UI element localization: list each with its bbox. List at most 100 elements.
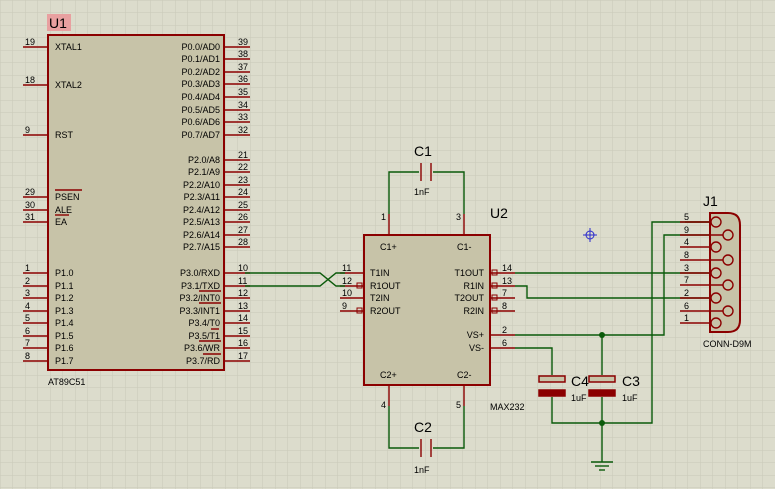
pin-number: 19 [25,37,35,47]
pin-name: EA [55,217,67,227]
pin-name: P1.2 [55,293,74,303]
pin-number: 29 [25,187,35,197]
pin-number: 5 [684,212,689,222]
j1-ref: J1 [703,193,718,209]
j1-pin-8[interactable]: 8 [680,250,734,266]
pin-name: P1.0 [55,268,74,278]
pin-name: C2+ [380,370,397,380]
j1-pin-4[interactable]: 4 [680,237,722,253]
pin-name: P1.3 [55,306,74,316]
u2-pin-4[interactable]: 4C2+ [380,370,397,410]
pin-number: 8 [25,351,30,361]
pin-number: 6 [684,301,689,311]
pin-name: C2- [457,370,472,380]
c3-component[interactable]: C3 1uF [588,373,640,403]
pin-name: P3.2/INT0 [179,293,220,303]
pin-name: R1IN [463,281,484,291]
c1-component[interactable]: C1 1nF [414,143,432,197]
pin-number: 3 [25,288,30,298]
pin-number: 3 [456,212,461,222]
crosshair-icon [583,228,597,242]
pin-number: 14 [238,313,248,323]
pin-number: 17 [238,351,248,361]
j1-pin-7[interactable]: 7 [680,275,734,291]
pin-number: 16 [238,338,248,348]
j1-pin-3[interactable]: 3 [680,263,722,279]
u2-pin-3[interactable]: 3C1- [456,212,472,252]
pin-number: 31 [25,212,35,222]
pin-name: ALE [55,205,72,215]
u2-pin-2[interactable]: 2VS+ [467,325,515,340]
pin-name: P0.3/AD3 [181,79,220,89]
j1-pin-6[interactable]: 6 [680,301,734,317]
pin-number: 10 [238,263,248,273]
u2-pin-1[interactable]: 1C1+ [380,212,397,252]
pin-number: 7 [502,288,507,298]
j1-pin-5[interactable]: 5 [680,212,722,228]
pin-number: 33 [238,112,248,122]
pin-number: 15 [238,326,248,336]
pin-number: 2 [502,325,507,335]
u1-body[interactable] [47,34,225,371]
pin-socket [722,229,734,241]
j1-pin-2[interactable]: 2 [680,288,722,304]
j1-pin-9[interactable]: 9 [680,225,734,241]
pin-number: 14 [502,263,512,273]
j1-pin-1[interactable]: 1 [680,313,722,329]
u2-pin-6[interactable]: 6VS- [469,338,515,353]
pin-name: P1.1 [55,281,74,291]
c2-component[interactable]: C2 1nF [414,419,432,475]
pin-name: VS+ [467,330,484,340]
pin-number: 30 [25,200,35,210]
u2-pin-5[interactable]: 5C2- [456,370,472,410]
u2-body[interactable] [363,234,491,386]
c4-component[interactable]: C4 1uF [538,373,589,403]
